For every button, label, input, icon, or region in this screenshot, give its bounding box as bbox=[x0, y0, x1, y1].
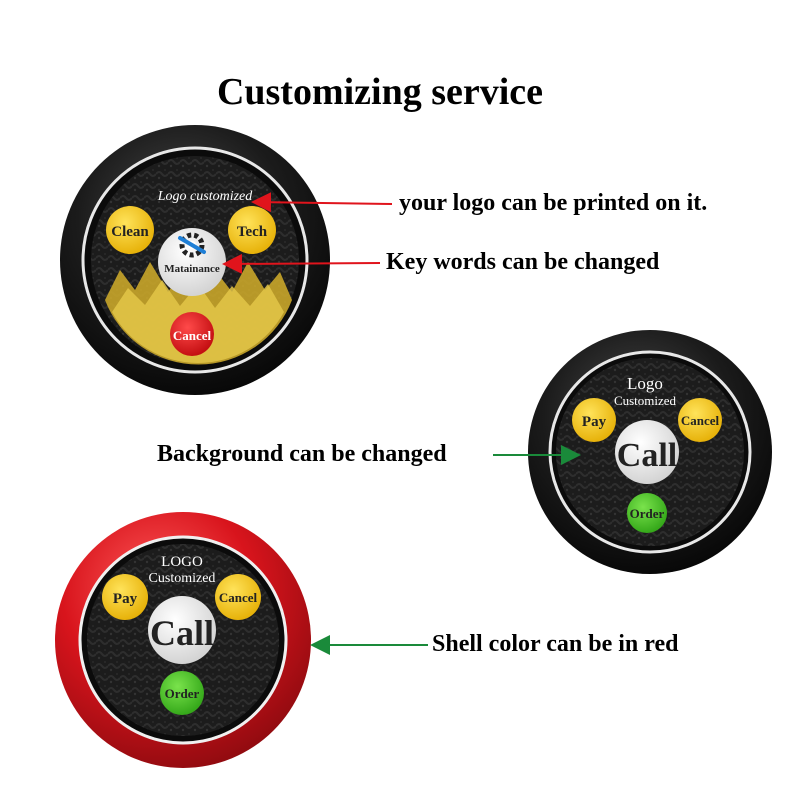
device-1-tech-button[interactable]: Tech bbox=[228, 206, 276, 254]
device-3-cancel-button[interactable]: Cancel bbox=[215, 574, 261, 620]
gear-wrench-icon bbox=[178, 232, 206, 258]
device-1-logo-text: Logo customized bbox=[157, 189, 254, 204]
svg-text:Matainance: Matainance bbox=[164, 263, 220, 275]
device-2-logo-line2: Customized bbox=[614, 393, 677, 408]
svg-text:Pay: Pay bbox=[113, 591, 138, 607]
svg-text:Call: Call bbox=[617, 437, 677, 474]
arrow-keywords bbox=[222, 253, 381, 274]
svg-text:Cancel: Cancel bbox=[219, 590, 258, 605]
page-title: Customizing service bbox=[216, 71, 544, 113]
caption-keywords: Key words can be changed bbox=[386, 249, 660, 275]
device-2-cancel-button[interactable]: Cancel bbox=[678, 398, 722, 442]
device-3-logo-line2: Customized bbox=[149, 571, 216, 586]
device-3-pay-button[interactable]: Pay bbox=[102, 574, 148, 620]
svg-text:Tech: Tech bbox=[237, 224, 268, 240]
svg-text:Call: Call bbox=[150, 613, 214, 653]
svg-text:Clean: Clean bbox=[111, 224, 149, 240]
device-2-pay-button[interactable]: Pay bbox=[572, 398, 616, 442]
device-1: Logo customized Clean Tech Matainance Ca… bbox=[60, 125, 330, 395]
arrow-logo bbox=[251, 192, 393, 213]
caption-shell-color: Shell color can be in red bbox=[432, 631, 679, 657]
device-1-maintenance-button[interactable]: Matainance bbox=[158, 228, 226, 296]
svg-text:Order: Order bbox=[165, 686, 200, 701]
device-2-call-button[interactable]: Call bbox=[615, 420, 679, 484]
device-2-order-button[interactable]: Order bbox=[627, 493, 667, 533]
device-3: LOGO Customized Pay Cancel Call Order bbox=[55, 512, 311, 768]
caption-background: Background can be changed bbox=[157, 441, 447, 467]
caption-logo: your logo can be printed on it. bbox=[399, 190, 708, 216]
device-1-cancel-button[interactable]: Cancel bbox=[170, 312, 214, 356]
svg-text:Cancel: Cancel bbox=[681, 413, 720, 428]
device-1-clean-button[interactable]: Clean bbox=[106, 206, 154, 254]
device-2: Logo Customized Pay Cancel Call Order bbox=[528, 330, 772, 574]
device-3-logo-line1: LOGO bbox=[161, 554, 203, 570]
device-3-call-button[interactable]: Call bbox=[148, 596, 216, 664]
device-2-logo-line1: Logo bbox=[627, 374, 663, 393]
svg-text:Order: Order bbox=[630, 506, 665, 521]
svg-text:Pay: Pay bbox=[582, 414, 607, 430]
svg-text:Cancel: Cancel bbox=[173, 328, 212, 343]
device-3-order-button[interactable]: Order bbox=[160, 671, 204, 715]
